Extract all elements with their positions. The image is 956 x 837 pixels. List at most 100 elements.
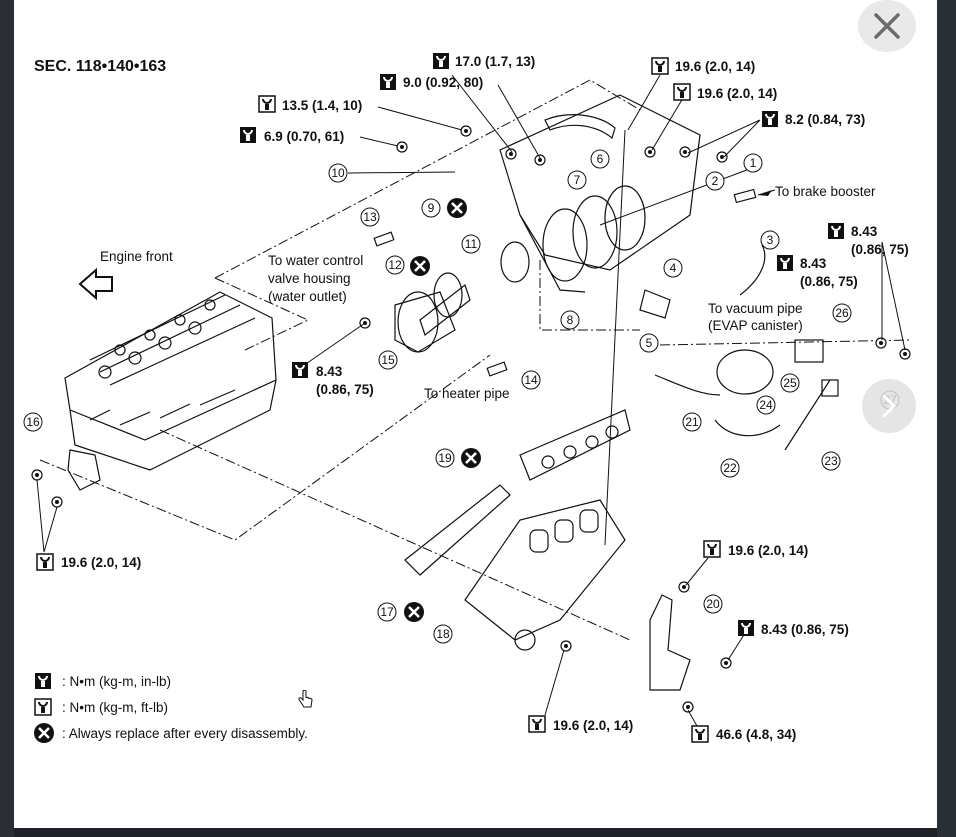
hose-drawing <box>733 188 757 204</box>
bracket-drawing <box>649 594 691 691</box>
callout-to-brake-booster: To brake booster <box>775 184 876 199</box>
bolt-icon <box>720 657 732 669</box>
part-number: 19 <box>435 448 455 468</box>
callout-water-control: (water outlet) <box>268 289 347 304</box>
svg-text:4: 4 <box>670 261 677 275</box>
callout-water-control: valve housing <box>268 271 351 286</box>
hose-drawing <box>373 231 395 247</box>
torque-value: 8.43 <box>851 224 878 239</box>
chevron-right-icon <box>882 394 897 418</box>
hand-cursor-icon <box>298 690 313 708</box>
next-image-button[interactable] <box>862 379 916 433</box>
torque-value: 8.43 <box>800 256 827 271</box>
torque-label <box>673 83 691 101</box>
torque-label <box>36 553 54 571</box>
torque-label <box>738 620 754 636</box>
part-number: 3 <box>760 230 780 250</box>
svg-text:19: 19 <box>438 451 452 465</box>
part-number: 12 <box>385 255 405 275</box>
torque-label <box>828 223 844 239</box>
replace-x-icon <box>32 721 56 745</box>
dashed-boundary <box>214 277 310 351</box>
dashed-boundary <box>659 339 911 346</box>
part-number: 25 <box>780 373 800 393</box>
part-number: 21 <box>682 412 702 432</box>
arrow-icon <box>758 190 772 196</box>
torque-label <box>433 53 449 69</box>
part-number: 6 <box>590 149 610 169</box>
bolt-icon <box>679 146 691 158</box>
right-background-edge <box>937 0 956 837</box>
torque-value: 19.6 (2.0, 14) <box>675 59 755 74</box>
part-number: 9 <box>421 198 441 218</box>
cylinder-head-drawing <box>64 291 277 471</box>
torque-label <box>777 255 793 271</box>
part-number: 14 <box>521 370 541 390</box>
torque-value: 8.43 <box>316 364 343 379</box>
leader-lines <box>36 74 906 727</box>
svg-text:3: 3 <box>767 233 774 247</box>
torque-value: 19.6 (2.0, 14) <box>697 86 777 101</box>
torque-value: 17.0 (1.7, 13) <box>455 54 535 69</box>
svg-text:17: 17 <box>380 605 394 619</box>
part-number-callouts: 1 2 3 4 5 6 7 8 9 10 11 12 13 14 15 16 1… <box>23 149 900 644</box>
gasket-drawing <box>419 284 471 336</box>
bracket-16-drawing <box>67 449 101 491</box>
svg-text:2: 2 <box>712 174 719 188</box>
callout-water-control: To water control <box>268 253 363 268</box>
bottom-strip <box>14 828 937 837</box>
bolt-icon <box>31 469 43 481</box>
close-icon <box>874 13 900 39</box>
legend-text: : N•m (kg-m, ft-lb) <box>62 700 168 715</box>
image-viewer: SEC. 118•140•163 Engine front <box>14 0 937 828</box>
torque-label <box>292 362 308 378</box>
bolt-icon <box>560 640 572 652</box>
part-number: 22 <box>720 458 740 478</box>
bolt-icon <box>875 337 887 349</box>
svg-text:13: 13 <box>363 210 377 224</box>
section-title: SEC. 118•140•163 <box>34 58 166 75</box>
torque-value: (0.86, 75) <box>316 382 374 397</box>
part-number: 24 <box>756 395 776 415</box>
torque-in-lb-icon <box>35 673 51 689</box>
part-number: 15 <box>378 350 398 370</box>
svg-text:22: 22 <box>723 461 737 475</box>
part-number: 10 <box>328 163 348 183</box>
svg-text:20: 20 <box>706 597 720 611</box>
part-number: 7 <box>567 170 587 190</box>
torque-label <box>651 57 669 75</box>
svg-text:14: 14 <box>524 373 538 387</box>
svg-text:10: 10 <box>331 166 345 180</box>
part-number: 5 <box>639 333 659 353</box>
bolt-icon <box>534 154 546 166</box>
svg-text:7: 7 <box>574 173 581 187</box>
service-diagram: SEC. 118•140•163 Engine front <box>23 53 911 745</box>
svg-text:26: 26 <box>835 306 849 320</box>
torque-label <box>691 725 709 743</box>
dashed-boundary <box>159 429 631 641</box>
callout-to-heater-pipe: To heater pipe <box>424 386 510 401</box>
lower-manifold-drawing <box>404 409 631 651</box>
bolt-icon <box>644 146 656 158</box>
svg-text:6: 6 <box>597 152 604 166</box>
part-number: 2 <box>705 171 725 191</box>
torque-label <box>258 95 276 113</box>
torque-value: 19.6 (2.0, 14) <box>728 543 808 558</box>
svg-text:21: 21 <box>685 415 699 429</box>
part-number: 26 <box>832 303 852 323</box>
engine-front-label: Engine front <box>100 249 173 264</box>
svg-text:23: 23 <box>824 454 838 468</box>
dashed-boundary <box>39 354 491 541</box>
close-button[interactable] <box>858 0 916 52</box>
replace-x-icon <box>445 196 469 220</box>
bolt-icon <box>899 348 911 360</box>
part-number: 18 <box>433 624 453 644</box>
torque-value: 46.6 (4.8, 34) <box>716 727 796 742</box>
replace-x-icon <box>408 254 432 278</box>
torque-value: (0.86, 75) <box>851 242 909 257</box>
torque-label <box>240 127 256 143</box>
part-number: 17 <box>377 602 397 622</box>
torque-label <box>380 74 396 90</box>
hose-drawing <box>486 361 508 377</box>
dashed-boundary <box>539 260 640 331</box>
